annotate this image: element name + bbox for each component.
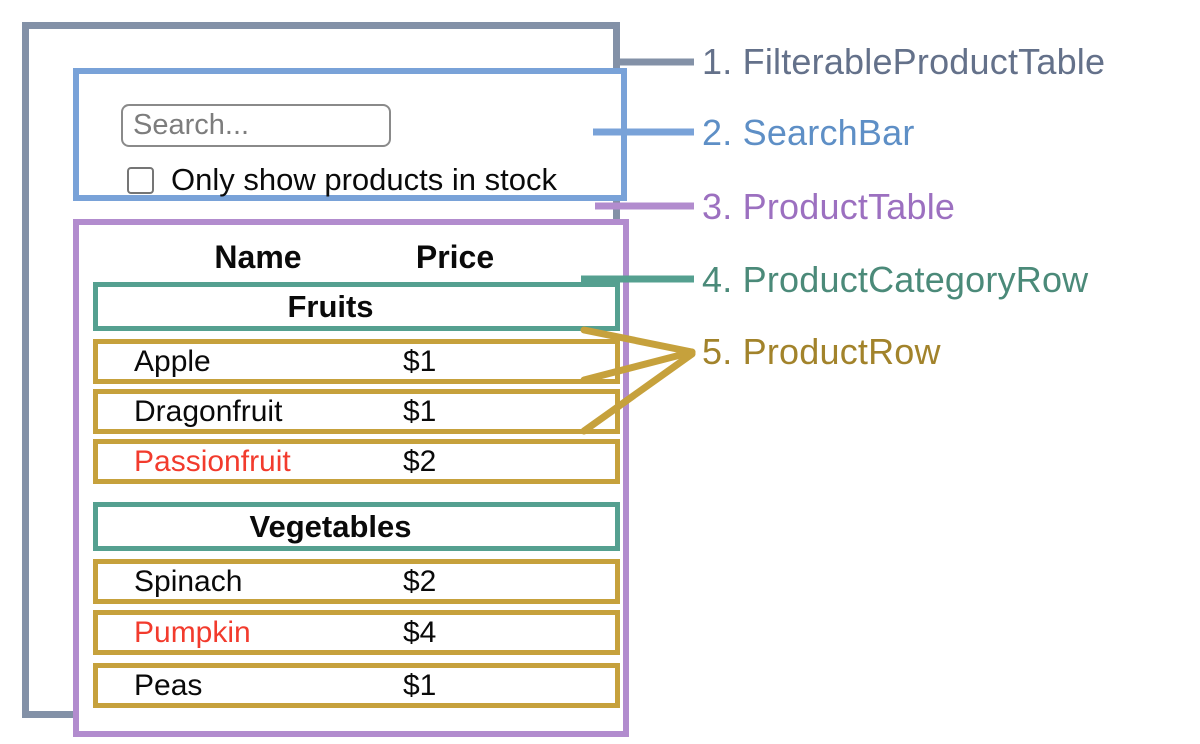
- legend-filterable-product-table: 1. FilterableProductTable: [702, 41, 1106, 82]
- product-row-apple: Apple $1: [93, 339, 620, 384]
- product-price: $1: [403, 344, 437, 378]
- in-stock-filter-row: Only show products in stock: [127, 162, 557, 197]
- legend-product-category-row: 4. ProductCategoryRow: [702, 259, 1089, 300]
- product-row-passionfruit: Passionfruit $2: [93, 439, 620, 484]
- product-row-peas: Peas $1: [93, 663, 620, 708]
- product-price: $4: [403, 615, 437, 649]
- product-name: Peas: [134, 668, 203, 702]
- search-input[interactable]: [121, 104, 391, 147]
- legend-search-bar: 2. SearchBar: [702, 112, 915, 153]
- in-stock-checkbox-label: Only show products in stock: [171, 162, 557, 197]
- category-row-vegetables: Vegetables: [93, 502, 620, 551]
- category-label: Vegetables: [249, 508, 412, 544]
- filterable-product-table-box: Only show products in stock Name Price F…: [22, 22, 629, 737]
- legend-product-table: 3. ProductTable: [702, 186, 956, 227]
- in-stock-checkbox[interactable]: [127, 166, 154, 194]
- product-name: Pumpkin: [134, 615, 251, 649]
- product-price: $1: [403, 668, 437, 702]
- product-price: $2: [403, 564, 437, 598]
- category-label: Fruits: [287, 288, 374, 324]
- product-row-pumpkin: Pumpkin $4: [93, 610, 620, 655]
- product-table-box: Name Price Fruits Apple $1 Dragonfruit $…: [73, 219, 629, 737]
- product-name: Dragonfruit: [134, 394, 283, 428]
- product-name: Apple: [134, 344, 211, 378]
- product-price: $2: [403, 444, 437, 478]
- product-price: $1: [403, 394, 437, 428]
- product-name: Spinach: [134, 564, 243, 598]
- legend-product-row: 5. ProductRow: [702, 331, 941, 372]
- product-row-dragonfruit: Dragonfruit $1: [93, 389, 620, 434]
- product-name: Passionfruit: [134, 444, 291, 478]
- column-header-name: Name: [214, 239, 302, 275]
- product-row-spinach: Spinach $2: [93, 559, 620, 604]
- search-bar-box: Only show products in stock: [73, 68, 627, 201]
- category-row-fruits: Fruits: [93, 282, 620, 331]
- column-header-price: Price: [415, 239, 495, 275]
